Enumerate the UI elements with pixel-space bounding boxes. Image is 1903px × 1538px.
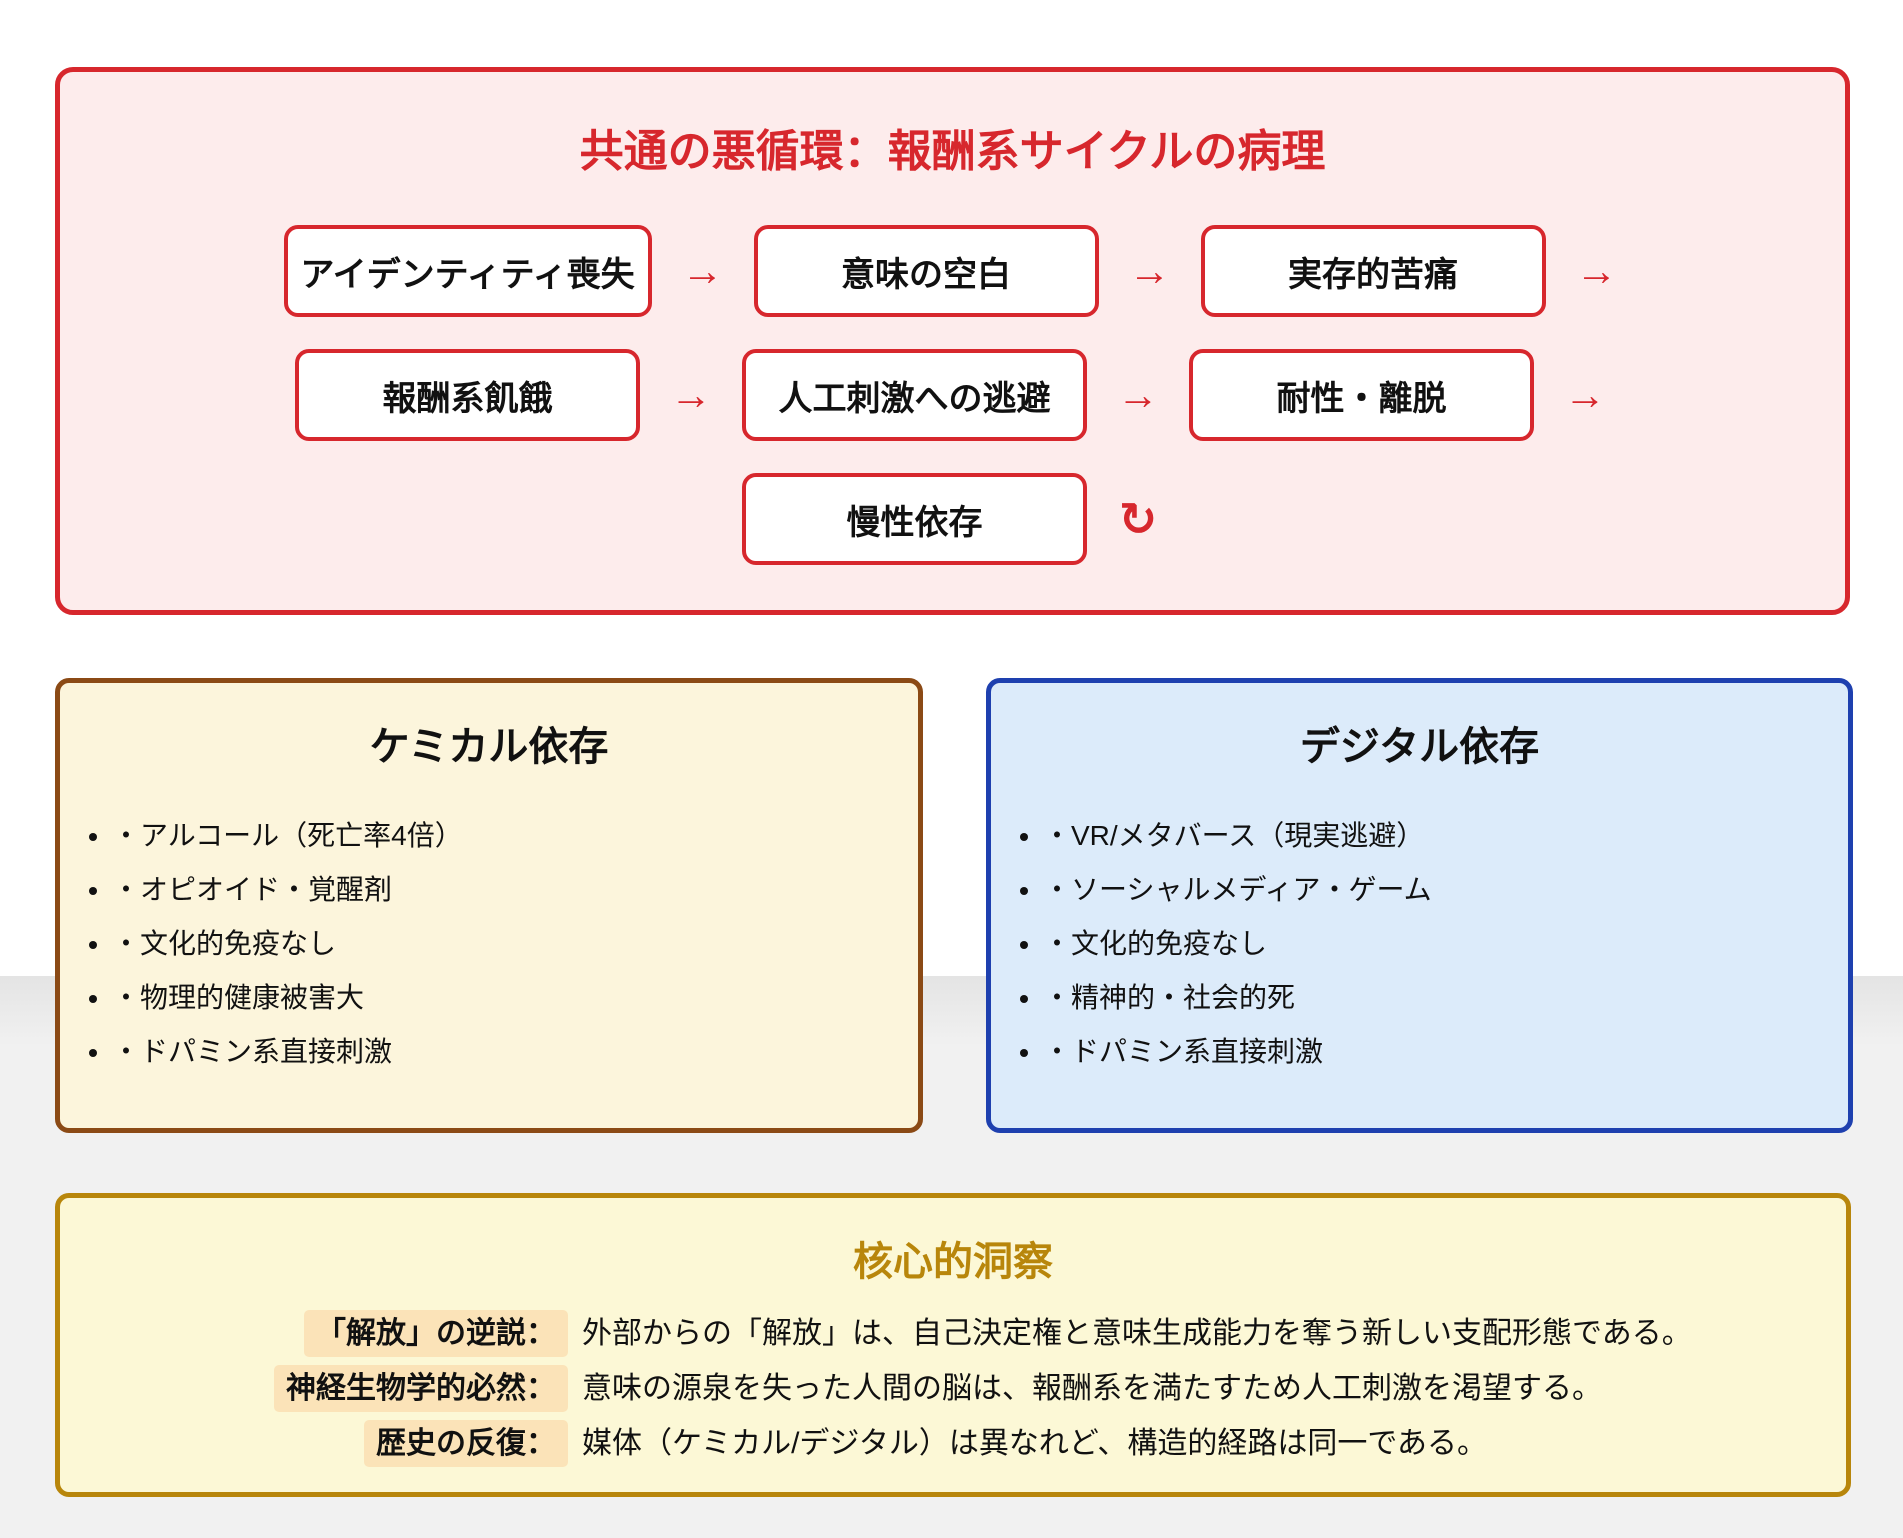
flow-node-identity-loss: アイデンティティ喪失: [283, 225, 652, 317]
list-item: ・VR/メタバース（現実逃避）: [1043, 819, 1828, 853]
digital-panel-title: デジタル依存: [1299, 725, 1540, 769]
insight-label-highlight: 神経生物学的必然：: [274, 1365, 568, 1412]
chemical-panel-title: ケミカル依存: [369, 725, 609, 769]
flow-node-chronic-dependence: 慢性依存: [742, 473, 1087, 565]
list-item: ・オピオイド・覚醒剤: [112, 873, 898, 907]
list-item: ・文化的免疫なし: [1043, 927, 1828, 961]
list-item: ・精神的・社会的死: [1043, 981, 1828, 1015]
insight-row-history-repeats: 歴史の反復： 媒体（ケミカル/デジタル）は異なれど、構造的経路は同一である。: [60, 1416, 1846, 1471]
arrow-right-icon: →: [1564, 371, 1606, 418]
insight-panel-title: 核心的洞察: [853, 1240, 1053, 1284]
arrow-right-icon: →: [681, 247, 724, 294]
cycle-panel-title: 共通の悪循環：報酬系サイクルの病理: [579, 127, 1326, 176]
list-item: ・文化的免疫なし: [112, 927, 898, 961]
flow-node-existential-pain: 実存的苦痛: [1200, 225, 1546, 317]
list-item: ・ソーシャルメディア・ゲーム: [1043, 873, 1828, 907]
insight-row-liberation-paradox: 「解放」の逆説： 外部からの「解放」は、自己決定権と意味生成能力を奪う新しい支配…: [60, 1306, 1846, 1361]
cycle-row-2: 報酬系飢餓 → 人工刺激への逃避 → 耐性・離脱 →: [295, 349, 1610, 441]
insight-lines: 「解放」の逆説： 外部からの「解放」は、自己決定権と意味生成能力を奪う新しい支配…: [60, 1306, 1846, 1471]
arrow-right-icon: →: [1128, 247, 1171, 294]
list-item: ・アルコール（死亡率4倍）: [112, 819, 898, 853]
arrow-right-icon: →: [1117, 371, 1159, 418]
flow-node-reward-starvation: 報酬系飢餓: [295, 349, 640, 441]
core-insight-panel: 核心的洞察 「解放」の逆説： 外部からの「解放」は、自己決定権と意味生成能力を奪…: [55, 1193, 1851, 1497]
loop-arrow-icon: ↻: [1118, 493, 1158, 545]
insight-label-highlight: 「解放」の逆説：: [304, 1310, 568, 1357]
list-item: ・ドパミン系直接刺激: [112, 1035, 898, 1069]
chemical-addiction-panel: ケミカル依存 ・アルコール（死亡率4倍） ・オピオイド・覚醒剤 ・文化的免疫なし…: [55, 678, 923, 1133]
list-item: ・ドパミン系直接刺激: [1043, 1035, 1828, 1069]
cycle-rows: アイデンティティ喪失 → 意味の空白 → 実存的苦痛 → 報酬系飢餓 → 人工刺…: [60, 225, 1845, 565]
digital-item-list: ・VR/メタバース（現実逃避） ・ソーシャルメディア・ゲーム ・文化的免疫なし …: [991, 819, 1848, 1069]
insight-label-column: 「解放」の逆説：: [88, 1310, 568, 1357]
digital-addiction-panel: デジタル依存 ・VR/メタバース（現実逃避） ・ソーシャルメディア・ゲーム ・文…: [986, 678, 1853, 1133]
insight-label-highlight: 歴史の反復：: [364, 1420, 568, 1467]
insight-label-column: 神経生物学的必然：: [88, 1365, 568, 1412]
cycle-panel: 共通の悪循環：報酬系サイクルの病理 アイデンティティ喪失 → 意味の空白 → 実…: [55, 67, 1850, 615]
chemical-item-list: ・アルコール（死亡率4倍） ・オピオイド・覚醒剤 ・文化的免疫なし ・物理的健康…: [60, 819, 918, 1069]
insight-label-column: 歴史の反復：: [88, 1420, 568, 1467]
flow-node-meaning-void: 意味の空白: [753, 225, 1099, 317]
arrow-right-icon: →: [670, 371, 712, 418]
insight-row-neurobiological-necessity: 神経生物学的必然： 意味の源泉を失った人間の脳は、報酬系を満たすため人工刺激を渇…: [60, 1361, 1846, 1416]
cycle-row-1: アイデンティティ喪失 → 意味の空白 → 実存的苦痛 →: [283, 225, 1622, 317]
arrow-right-icon: →: [1575, 247, 1618, 294]
insight-text: 意味の源泉を失った人間の脳は、報酬系を満たすため人工刺激を渇望する。: [582, 1371, 1602, 1405]
insight-text: 媒体（ケミカル/デジタル）は異なれど、構造的経路は同一である。: [582, 1426, 1488, 1460]
list-item: ・物理的健康被害大: [112, 981, 898, 1015]
flow-node-artificial-stimulus-escape: 人工刺激への逃避: [742, 349, 1087, 441]
flow-node-tolerance-withdrawal: 耐性・離脱: [1189, 349, 1534, 441]
insight-text: 外部からの「解放」は、自己決定権と意味生成能力を奪う新しい支配形態である。: [582, 1316, 1692, 1350]
cycle-row-3: 慢性依存 ↻: [742, 473, 1163, 565]
